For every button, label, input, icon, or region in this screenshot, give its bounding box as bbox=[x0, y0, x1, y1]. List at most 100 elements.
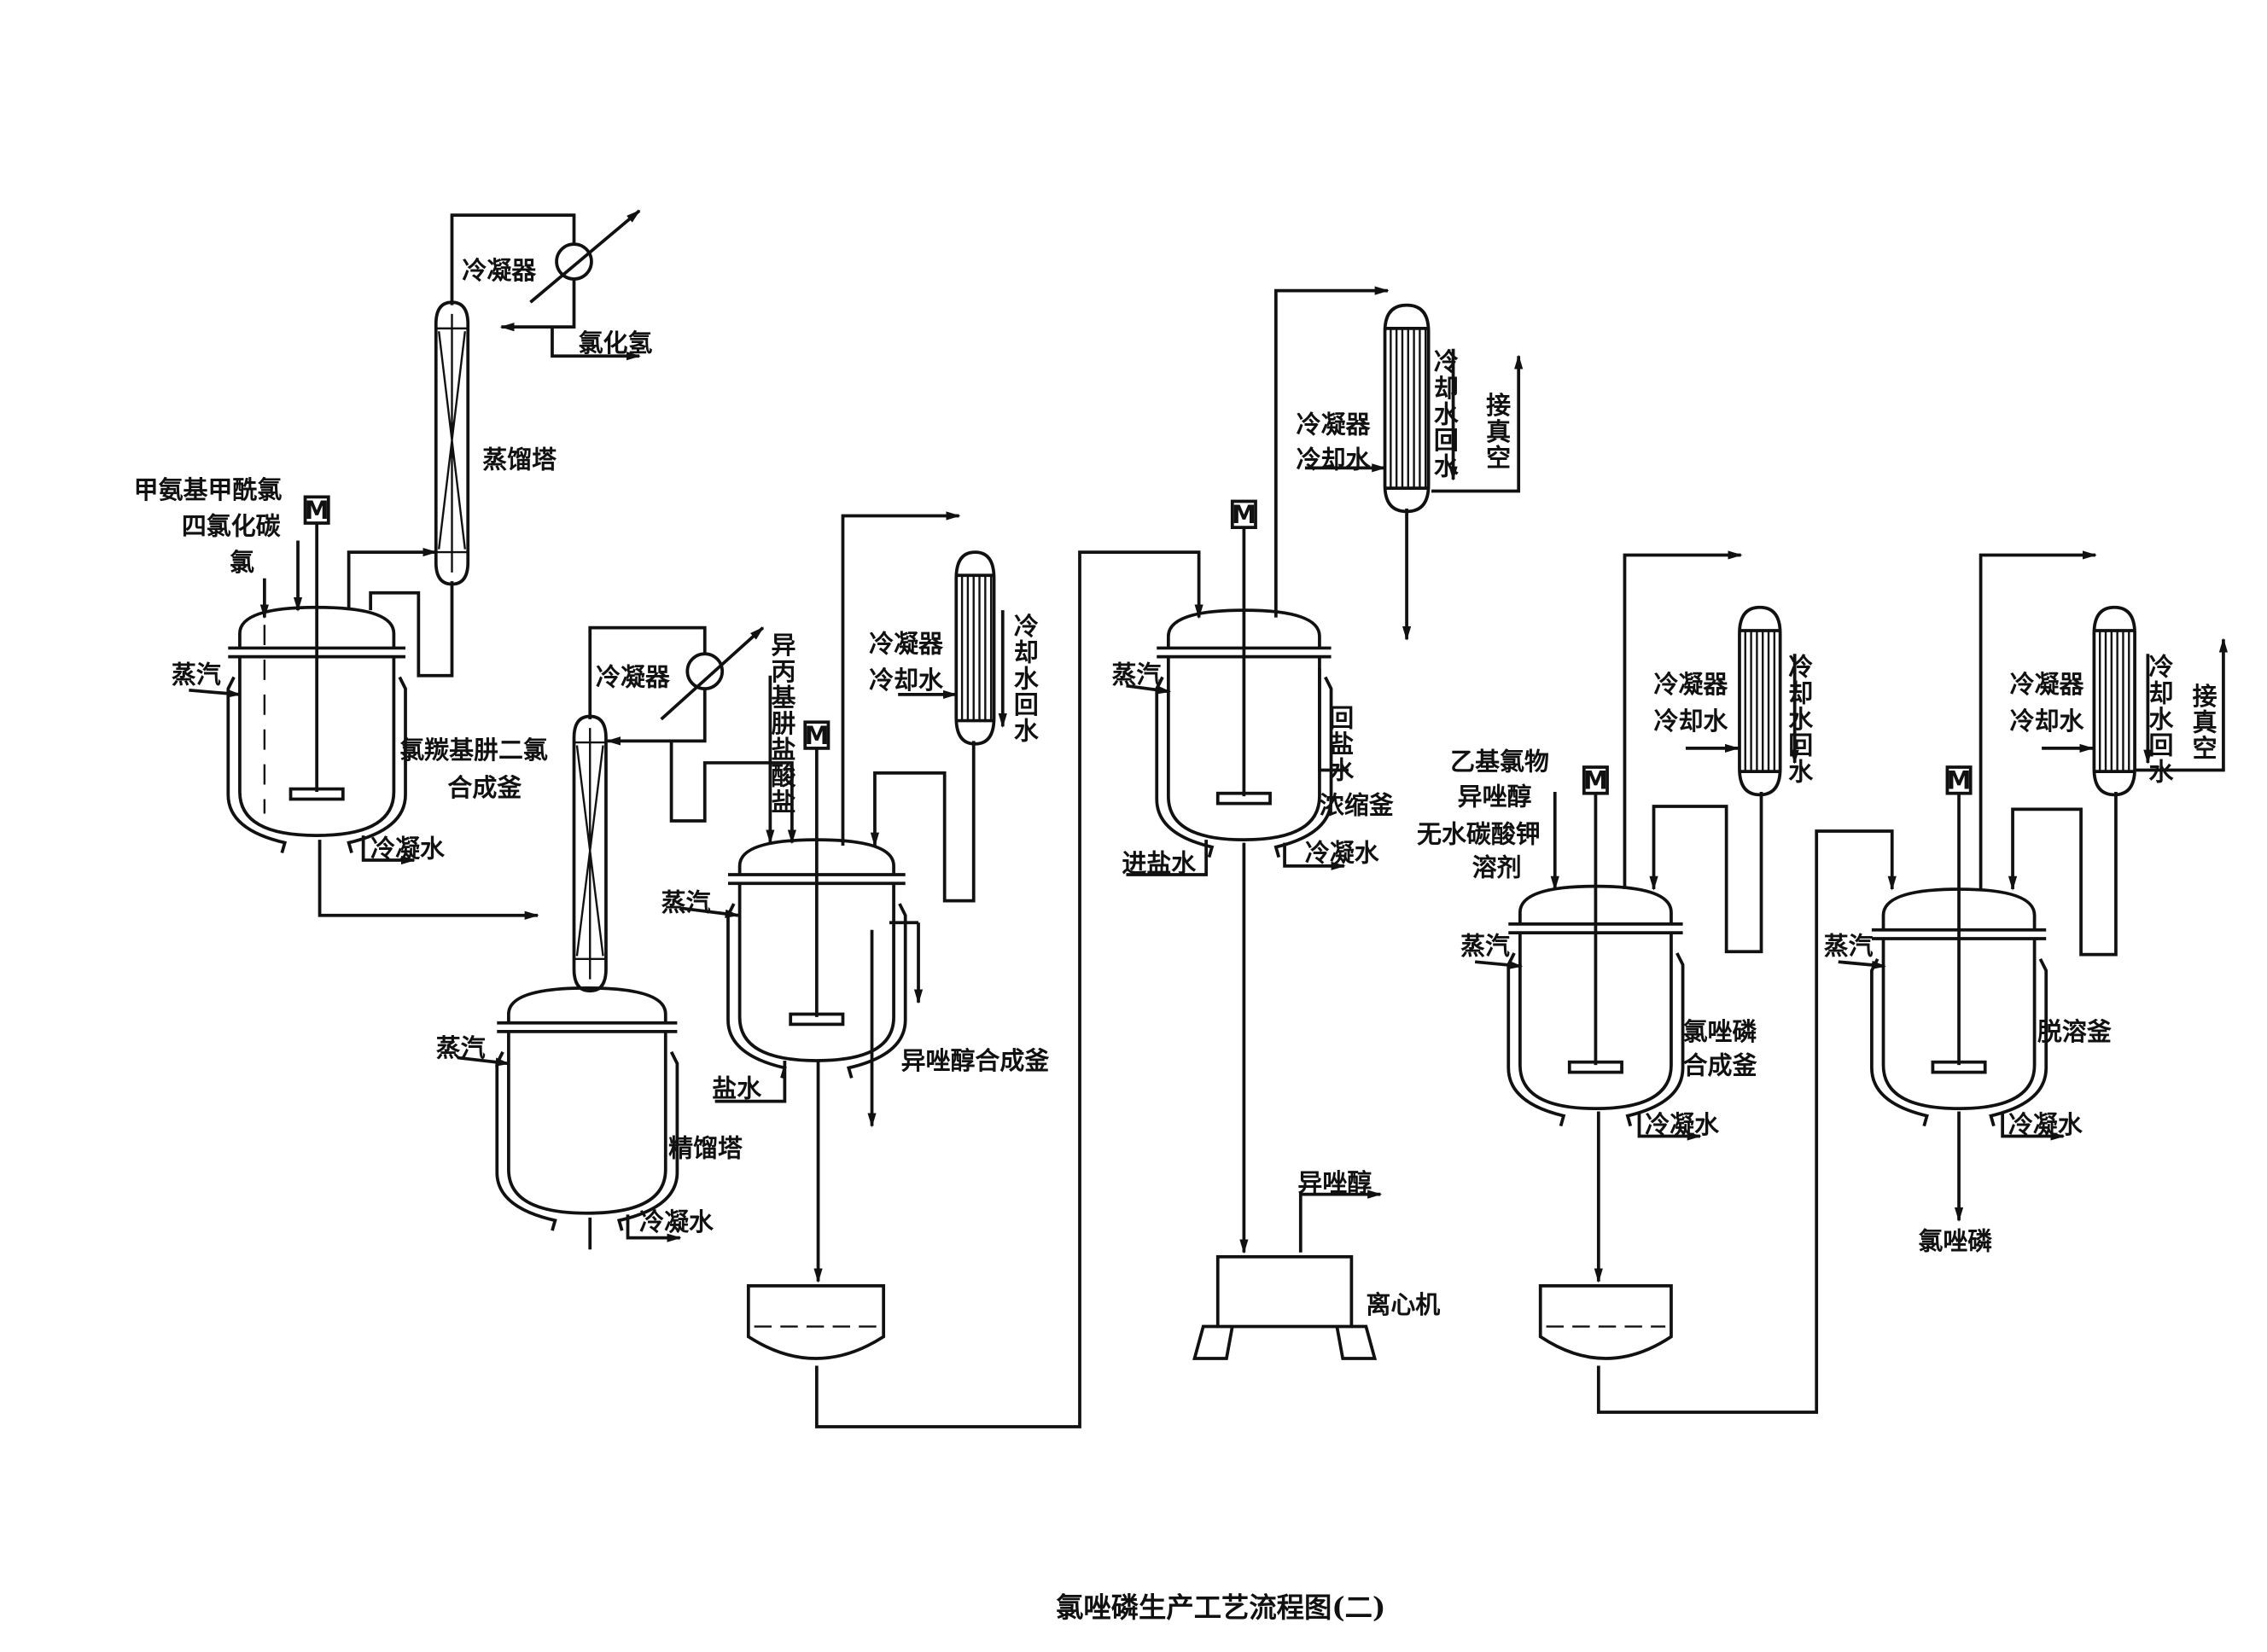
label-condensate-5: 冷凝水 bbox=[1645, 1110, 1720, 1139]
steam-in-5 bbox=[1474, 960, 1524, 969]
label-vacuum-6: 接真空 bbox=[2188, 683, 2217, 761]
label-steam-5: 蒸汽 bbox=[1460, 932, 1510, 961]
vacuum-line-4 bbox=[1431, 354, 1524, 493]
label-steam-3: 蒸汽 bbox=[661, 888, 711, 917]
label-condenser-6: 冷凝器 bbox=[2010, 670, 2085, 699]
agitator-impeller bbox=[1567, 1060, 1623, 1074]
pipe-receiver2-to-desolvent bbox=[1596, 829, 1897, 1414]
condenser1-coolant bbox=[529, 209, 641, 304]
pipe-condenser6-reflux bbox=[2008, 791, 2118, 957]
label-brine: 盐水 bbox=[712, 1074, 762, 1103]
steam-in-3 bbox=[679, 906, 740, 918]
rectifier-kettle bbox=[495, 986, 679, 1231]
brine-out bbox=[714, 1060, 787, 1103]
label-reactor2: 异唑醇合成釜 bbox=[901, 1046, 1051, 1075]
label-condenser-4: 冷凝器 bbox=[1297, 410, 1372, 439]
labels: 冷凝器 氯化氢 蒸馏塔 甲氨基甲酰氯 四氯化碳 氯 蒸汽 氯羰基肼二氯 合成釜 … bbox=[134, 256, 2217, 1624]
vessel-body bbox=[1881, 938, 2037, 1111]
pipes bbox=[189, 209, 2229, 1428]
concentrator-kettle: M bbox=[1155, 499, 1333, 858]
pipe-column1-to-condenser bbox=[450, 213, 576, 305]
brine-in-4 bbox=[1126, 840, 1209, 876]
label-feed-chlorine: 氯 bbox=[230, 548, 254, 577]
vacuum-line-6 bbox=[2136, 637, 2229, 772]
pipe-receiver1-to-concentrator bbox=[814, 550, 1203, 1428]
pipe-column2-to-condenser bbox=[588, 625, 707, 719]
motor-icon: M bbox=[1945, 765, 1973, 795]
label-feed-solvent: 溶剂 bbox=[1472, 853, 1522, 882]
label-product: 氯唑磷 bbox=[1918, 1226, 1992, 1255]
condenser2-coolant bbox=[660, 626, 765, 721]
label-condenser-2: 冷凝器 bbox=[596, 663, 671, 692]
pipe-hcl-out bbox=[551, 327, 641, 361]
label-steam-6: 蒸汽 bbox=[1824, 932, 1874, 961]
pipe-r1-to-rectifier bbox=[318, 840, 539, 920]
label-condenser-5: 冷凝器 bbox=[1654, 670, 1729, 699]
heating-jacket bbox=[226, 676, 407, 854]
agitator-impeller bbox=[1931, 1060, 1987, 1074]
label-cooling-return-5: 冷却水回水 bbox=[1785, 654, 1814, 784]
vessel-body bbox=[1166, 656, 1321, 842]
label-cooling-return-4: 冷却水回水 bbox=[1430, 349, 1459, 480]
steam-in-6 bbox=[1838, 960, 1886, 969]
label-centrifuge: 离心机 bbox=[1366, 1290, 1440, 1319]
receiver-tank-2 bbox=[1538, 1283, 1673, 1360]
label-cooling-water-3: 冷却水 bbox=[869, 666, 944, 695]
label-vacuum-4: 接真空 bbox=[1483, 393, 1512, 471]
tube-condenser-4 bbox=[1383, 303, 1431, 514]
motor-label: M bbox=[1232, 500, 1256, 529]
heating-jacket bbox=[1506, 952, 1685, 1127]
motor-label: M bbox=[305, 496, 329, 525]
condenser-1 bbox=[555, 242, 593, 281]
label-cooling-return-6: 冷却水回水 bbox=[2145, 654, 2174, 784]
heating-jacket bbox=[495, 1050, 679, 1231]
label-concentrator: 浓缩釜 bbox=[1320, 791, 1395, 820]
agitator-impeller bbox=[288, 787, 345, 801]
distillation-column bbox=[434, 300, 470, 586]
motor-label: M bbox=[804, 721, 829, 750]
label-brine-in: 进盐水 bbox=[1122, 849, 1197, 878]
motor-icon: M bbox=[1582, 765, 1609, 795]
pipe-r1-to-column1 bbox=[347, 547, 438, 611]
label-rectifier: 精馏塔 bbox=[668, 1133, 743, 1162]
label-reactor3-b: 合成釜 bbox=[1683, 1050, 1758, 1079]
condensate-out-1 bbox=[361, 835, 416, 865]
label-reactor1-a: 氯羰基肼二氯 bbox=[399, 736, 548, 765]
centrifuge bbox=[1192, 1254, 1378, 1360]
pipe-condenser1-return bbox=[499, 278, 576, 332]
condensate-out-6 bbox=[2001, 1111, 2066, 1141]
label-condenser-3: 冷凝器 bbox=[869, 630, 944, 659]
label-feed-ethyl-chloride: 乙基氯物 bbox=[1450, 747, 1549, 776]
isoxazolol-reactor: M bbox=[726, 720, 907, 1079]
agitator-impeller bbox=[1215, 791, 1272, 806]
receiver-tank-1 bbox=[746, 1283, 886, 1360]
label-steam-4: 蒸汽 bbox=[1111, 660, 1161, 689]
label-feed-k2co3: 无水碳酸钾 bbox=[1417, 820, 1541, 849]
isoxazolol-out bbox=[1298, 1190, 1383, 1253]
label-feed-isoxazolol: 异唑醇 bbox=[1458, 782, 1532, 811]
chlorazophos-reactor: M bbox=[1506, 765, 1685, 1127]
tube-condenser-5 bbox=[1738, 605, 1782, 797]
steam-in-4 bbox=[1126, 683, 1172, 695]
label-condensate-1: 冷凝水 bbox=[370, 835, 446, 864]
agitator-impeller bbox=[789, 1012, 845, 1027]
vessel-head bbox=[507, 986, 667, 1023]
label-steam-2: 蒸汽 bbox=[436, 1033, 486, 1062]
reactor-chlorocarbonyl-hydrazine: M bbox=[226, 495, 407, 854]
label-hcl: 氯化氢 bbox=[579, 329, 653, 358]
heating-jacket bbox=[726, 903, 907, 1079]
rectifying-column bbox=[572, 714, 608, 993]
label-cooling-return-3: 冷却水回水 bbox=[1010, 614, 1039, 744]
packing bbox=[575, 728, 604, 980]
label-desolvent: 脱溶釜 bbox=[2037, 1017, 2113, 1046]
pipe-condenser3-reflux bbox=[870, 741, 976, 903]
label-cooling-water-6: 冷却水 bbox=[2010, 707, 2085, 736]
packing bbox=[437, 313, 467, 573]
label-reactor1-b: 合成釜 bbox=[447, 773, 522, 802]
label-cooling-water-4: 冷却水 bbox=[1297, 445, 1372, 474]
label-isopropyl-hydrazine: 异丙基肼盐酸盐 bbox=[767, 632, 796, 815]
label-condensate-4: 冷凝水 bbox=[1305, 839, 1380, 868]
condensate-out-2 bbox=[626, 1214, 682, 1242]
condensate-out-4 bbox=[1283, 842, 1346, 870]
